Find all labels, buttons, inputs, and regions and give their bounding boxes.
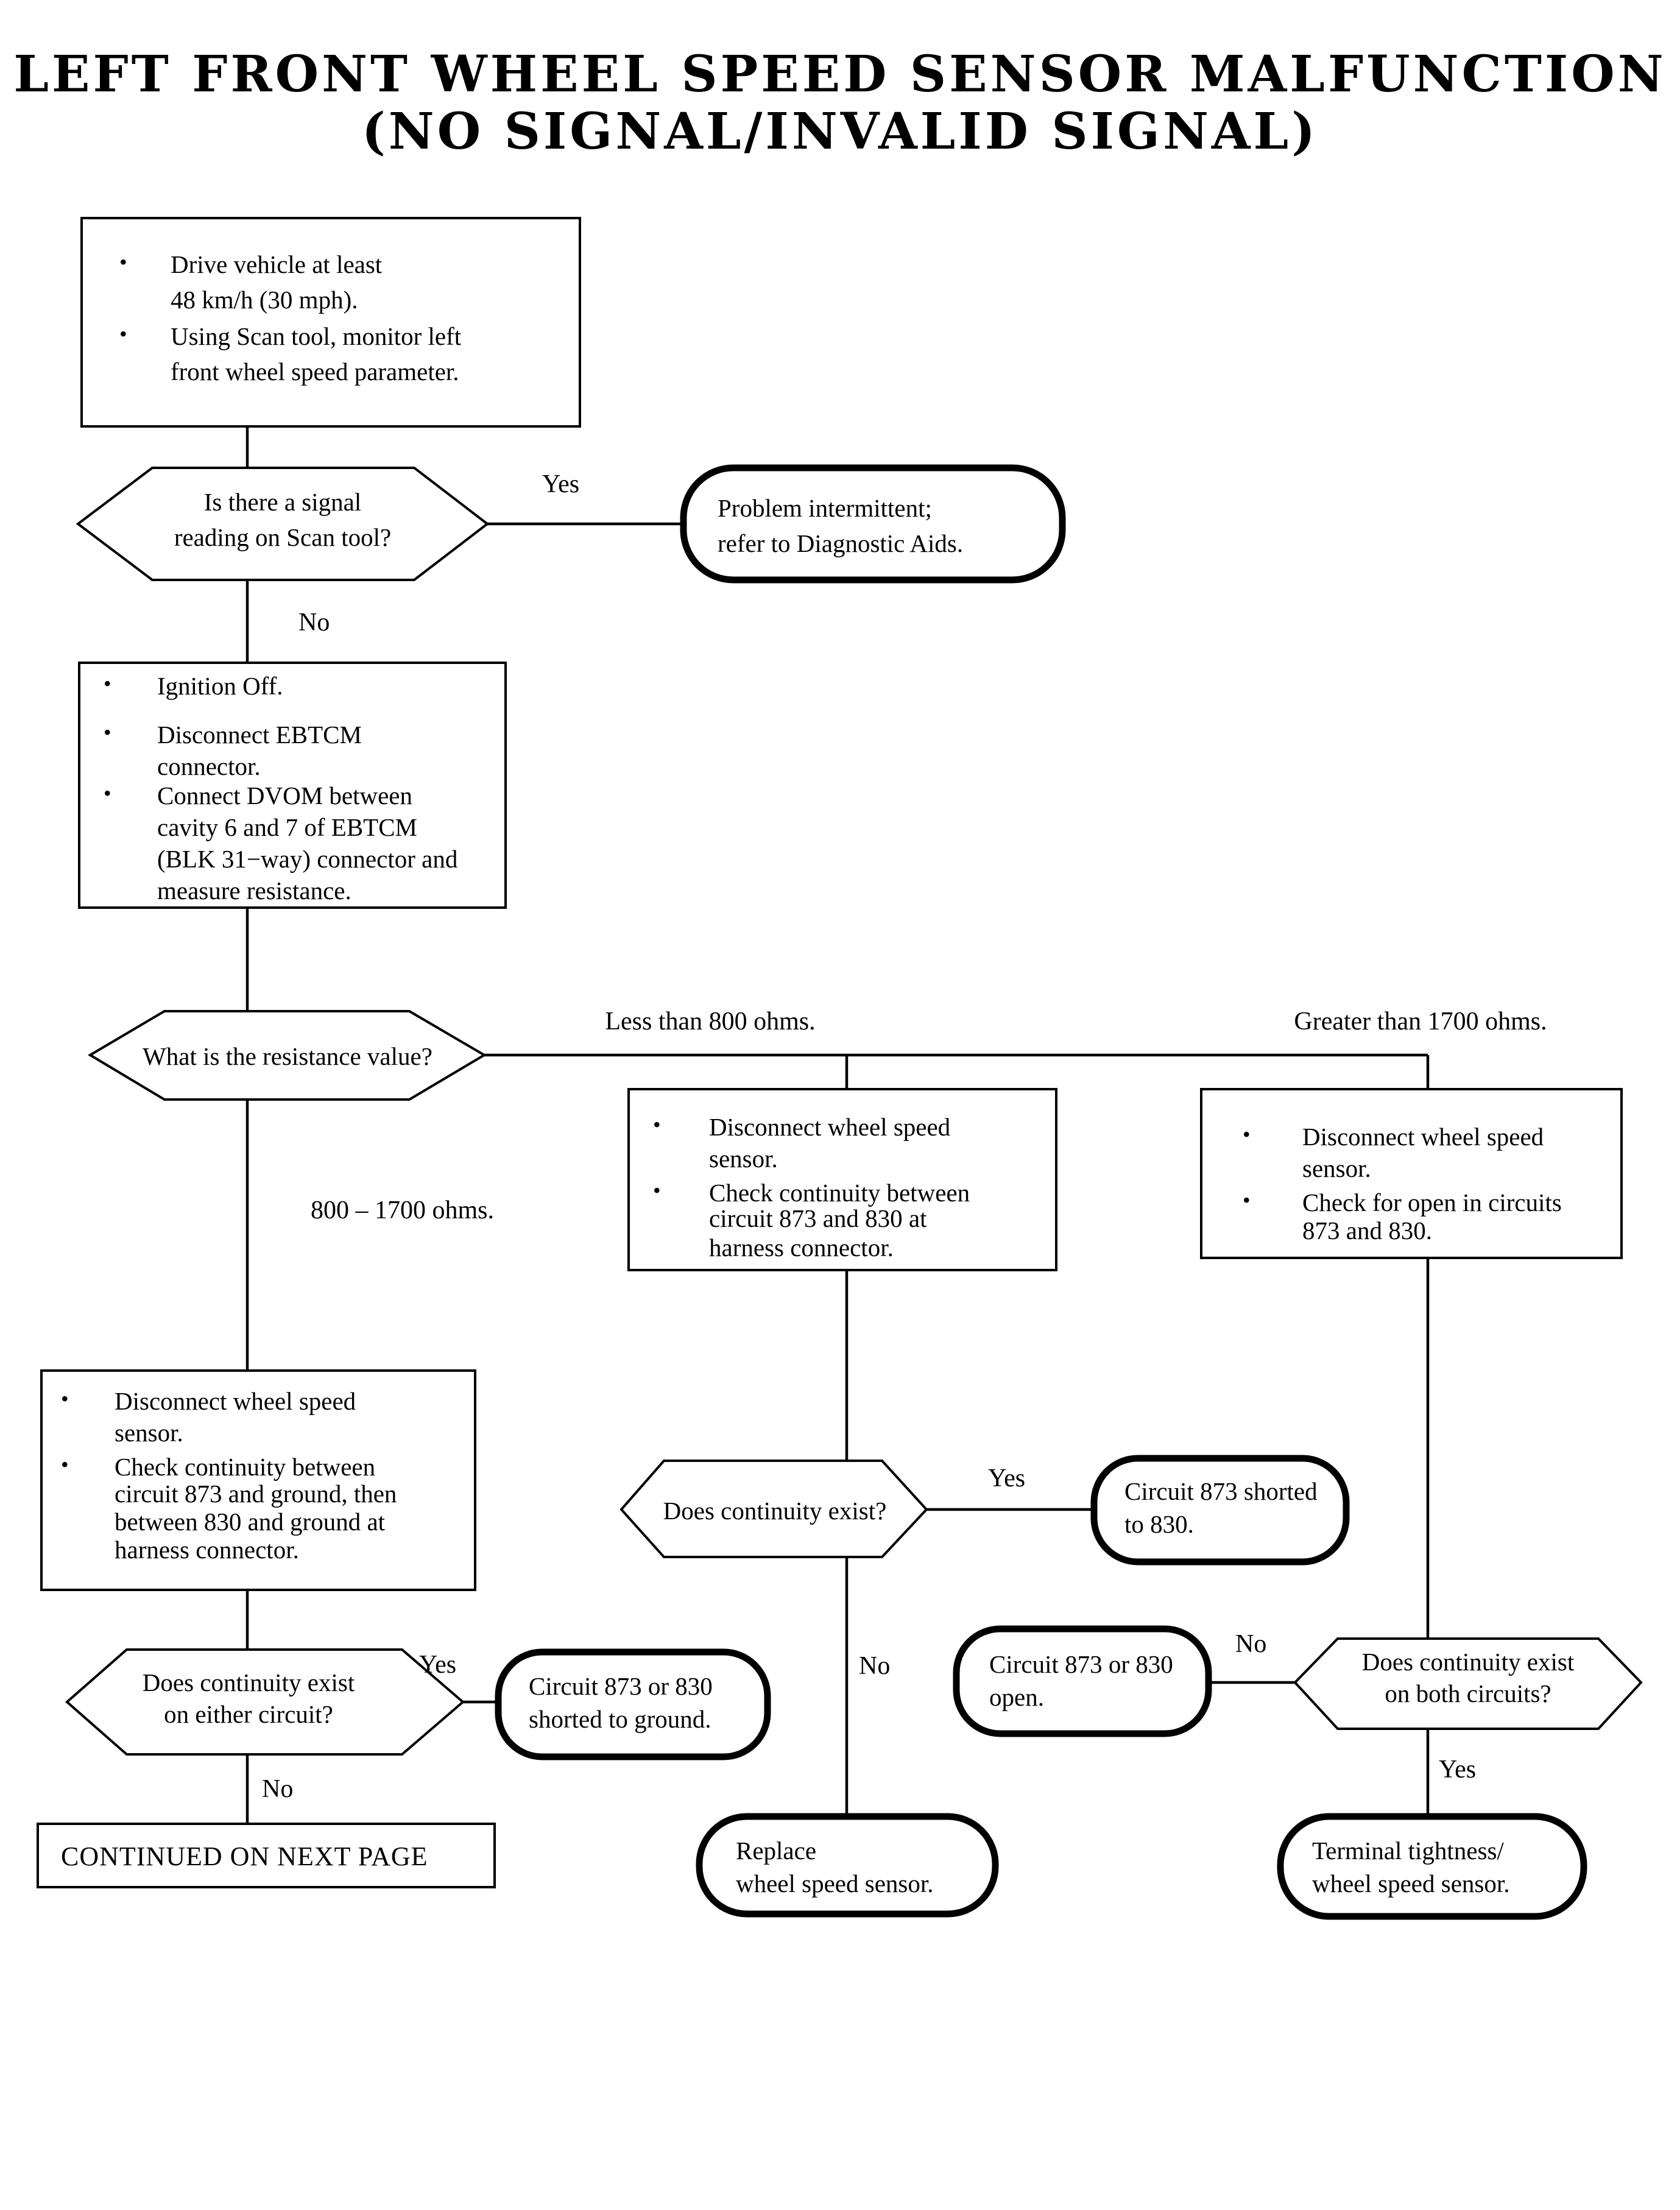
bullet-glyph: • xyxy=(61,1452,69,1477)
terminal2-line-2: to 830. xyxy=(1124,1510,1194,1538)
bullet-glyph: • xyxy=(119,322,127,346)
decision5-line-2: on either circuit? xyxy=(164,1700,333,1728)
step7-line-2: sensor. xyxy=(1302,1154,1371,1182)
terminal-circuit-873-or-830-open[interactable]: Circuit 873 or 830 open. xyxy=(953,1625,1212,1737)
terminal-terminal-tightness[interactable]: Terminal tightness/ wheel speed sensor. xyxy=(1277,1813,1587,1920)
process-box-check-continuity-873-830[interactable]: • Disconnect wheel speed sensor. • Check… xyxy=(627,1088,1057,1271)
step1-line-4: front wheel speed parameter. xyxy=(171,358,459,386)
bullet-glyph: • xyxy=(104,671,111,696)
page-title-line-2: (NO SIGNAL/INVALID SIGNAL) xyxy=(362,102,1318,161)
decision2-line-1: What is the resistance value? xyxy=(143,1042,432,1070)
step4-line-3: connector. xyxy=(157,752,261,780)
decision-is-there-signal[interactable]: Is there a signal reading on Scan tool? xyxy=(76,467,490,581)
step8-line-3: Check continuity between xyxy=(115,1453,375,1481)
terminal-circuit-873-shorted-to-830[interactable]: Circuit 873 shorted to 830. xyxy=(1090,1455,1350,1566)
step6-line-5: harness connector. xyxy=(709,1234,894,1262)
bullet-glyph: • xyxy=(119,250,127,274)
step1-line-2: 48 km/h (30 mph). xyxy=(171,286,358,314)
terminal4-line-1: Circuit 873 or 830 xyxy=(529,1672,713,1700)
terminal-circuit-shorted-to-ground[interactable]: Circuit 873 or 830 shorted to ground. xyxy=(495,1648,771,1760)
terminal1-line-1: Problem intermittent; xyxy=(718,494,932,522)
step4-line-2: Disconnect EBTCM xyxy=(157,721,362,749)
step4-line-6: (BLK 31−way) connector and xyxy=(157,845,457,873)
terminal5-line-1: Replace xyxy=(736,1837,816,1865)
bullet-glyph: • xyxy=(1243,1188,1251,1212)
terminal6-line-2: wheel speed sensor. xyxy=(1312,1869,1510,1898)
step6-line-1: Disconnect wheel speed xyxy=(709,1113,950,1141)
bullet-glyph: • xyxy=(653,1178,661,1202)
decision5-line-1: Does continuity exist xyxy=(143,1668,355,1696)
edge-label-greater-than-1700: Greater than 1700 ohms. xyxy=(1294,1008,1547,1036)
bullet-glyph: • xyxy=(104,781,111,805)
edge-label-yes-2: Yes xyxy=(988,1464,1025,1492)
step4-line-5: cavity 6 and 7 of EBTCM xyxy=(157,813,417,841)
bullet-glyph: • xyxy=(653,1112,661,1137)
step7-line-4: 873 and 830. xyxy=(1302,1216,1432,1244)
decision3-line-1: Does continuity exist? xyxy=(663,1497,887,1525)
terminal1-line-2: refer to Diagnostic Aids. xyxy=(718,529,963,557)
decision4-line-2: on both circuits? xyxy=(1385,1679,1551,1707)
process-box-continued-next-page[interactable]: CONTINUED ON NEXT PAGE xyxy=(37,1823,496,1888)
edge-label-range-800-1700: 800 – 1700 ohms. xyxy=(311,1196,494,1224)
bullet-glyph: • xyxy=(1243,1122,1251,1146)
bullet-glyph: • xyxy=(104,720,111,744)
step6-line-2: sensor. xyxy=(709,1145,778,1173)
edge-label-no-3: No xyxy=(1235,1630,1266,1658)
terminal3-line-1: Circuit 873 or 830 xyxy=(989,1650,1173,1678)
decision-resistance-value[interactable]: What is the resistance value? xyxy=(88,1010,487,1101)
process-box-drive-vehicle[interactable]: • Drive vehicle at least 48 km/h (30 mph… xyxy=(80,217,581,428)
edge-label-less-than-800: Less than 800 ohms. xyxy=(605,1008,815,1036)
decision-continuity-both-circuits[interactable]: Does continuity exist on both circuits? xyxy=(1293,1637,1643,1730)
step6-line-4: circuit 873 and 830 at xyxy=(709,1204,927,1232)
step8-line-5: between 830 and ground at xyxy=(115,1508,386,1536)
edge-label-no-2: No xyxy=(859,1652,890,1680)
decision4-line-1: Does continuity exist xyxy=(1362,1648,1575,1676)
terminal2-line-1: Circuit 873 shorted xyxy=(1124,1477,1318,1505)
step8-line-1: Disconnect wheel speed xyxy=(115,1387,356,1415)
step1-line-3: Using Scan tool, monitor left xyxy=(171,322,462,350)
step4-line-7: measure resistance. xyxy=(157,877,351,905)
terminal5-line-2: wheel speed sensor. xyxy=(736,1869,934,1898)
step4-line-4: Connect DVOM between xyxy=(157,782,412,810)
terminal3-line-2: open. xyxy=(989,1683,1044,1711)
edge-label-yes-3: Yes xyxy=(1439,1756,1476,1784)
terminal-replace-wheel-speed-sensor[interactable]: Replace wheel speed sensor. xyxy=(696,1813,999,1918)
step8-line-2: sensor. xyxy=(115,1419,183,1447)
decision-does-continuity-exist[interactable]: Does continuity exist? xyxy=(619,1460,928,1558)
terminal4-line-2: shorted to ground. xyxy=(529,1705,711,1733)
terminal-problem-intermittent[interactable]: Problem intermittent; refer to Diagnosti… xyxy=(680,464,1066,584)
step8-line-4: circuit 873 and ground, then xyxy=(115,1480,397,1508)
edge-label-no-1: No xyxy=(298,609,330,637)
step4-line-1: Ignition Off. xyxy=(157,672,283,700)
decision-continuity-either-circuit[interactable]: Does continuity exist on either circuit? xyxy=(65,1648,465,1756)
continued-label: CONTINUED ON NEXT PAGE xyxy=(61,1841,428,1871)
step8-line-6: harness connector. xyxy=(115,1536,299,1564)
terminal6-line-1: Terminal tightness/ xyxy=(1312,1837,1504,1865)
step7-line-3: Check for open in circuits xyxy=(1302,1188,1562,1216)
edge-label-yes-4: Yes xyxy=(419,1651,456,1679)
process-box-check-open-873-830[interactable]: • Disconnect wheel speed sensor. • Check… xyxy=(1200,1088,1623,1259)
process-box-check-continuity-ground[interactable]: • Disconnect wheel speed sensor. • Check… xyxy=(40,1369,476,1591)
edge-label-no-4: No xyxy=(262,1775,293,1803)
step6-line-3: Check continuity between xyxy=(709,1179,970,1207)
page-title-line-1: LEFT FRONT WHEEL SPEED SENSOR MALFUNCTIO… xyxy=(13,45,1666,104)
edge-label-yes-1: Yes xyxy=(542,470,579,498)
decision1-line-1: Is there a signal xyxy=(204,488,361,516)
decision1-line-2: reading on Scan tool? xyxy=(174,523,391,551)
bullet-glyph: • xyxy=(61,1386,69,1411)
process-box-ignition-off[interactable]: • Ignition Off. • Disconnect EBTCM conne… xyxy=(78,662,507,909)
step1-line-1: Drive vehicle at least xyxy=(171,250,383,278)
step7-line-1: Disconnect wheel speed xyxy=(1302,1123,1544,1151)
